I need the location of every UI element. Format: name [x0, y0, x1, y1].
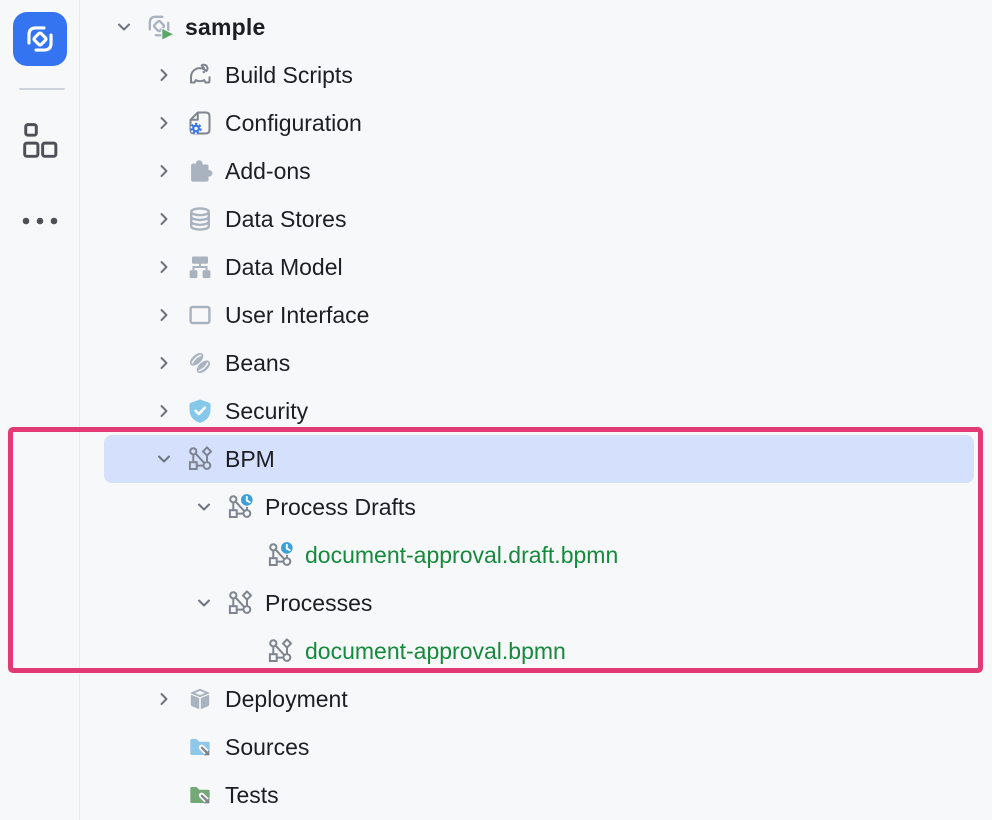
window-icon — [184, 299, 216, 331]
jmix-logo-icon — [22, 21, 58, 57]
tree-item-bpm[interactable]: BPM — [104, 435, 974, 483]
chevron-right-icon[interactable] — [144, 195, 184, 243]
tree-item-sources[interactable]: Sources — [104, 723, 974, 771]
bpm-clock-icon — [264, 539, 296, 571]
beans-icon — [184, 347, 216, 379]
tree-item-build-scripts[interactable]: Build Scripts — [104, 51, 974, 99]
bpm-icon — [224, 587, 256, 619]
tree-item-label: Build Scripts — [225, 62, 353, 88]
tree-item-label: sample — [185, 14, 266, 40]
indent-spacer — [224, 531, 264, 579]
indent-spacer — [144, 723, 184, 771]
deployment-box-icon — [184, 683, 216, 715]
chevron-right-icon[interactable] — [144, 291, 184, 339]
chevron-right-icon[interactable] — [144, 147, 184, 195]
more-icon — [21, 216, 59, 226]
tests-folder-icon — [184, 779, 216, 811]
tree-item-label: Beans — [225, 350, 291, 376]
chevron-right-icon[interactable] — [144, 675, 184, 723]
indent-spacer — [144, 771, 184, 819]
tree-item-label: Deployment — [225, 686, 348, 712]
tree-item-process-drafts[interactable]: Process Drafts — [104, 483, 974, 531]
bpm-icon — [264, 635, 296, 667]
bpm-clock-icon — [224, 491, 256, 523]
chevron-down-icon[interactable] — [144, 435, 184, 483]
sidebar-divider — [19, 88, 65, 90]
tree-item-deployment[interactable]: Deployment — [104, 675, 974, 723]
chevron-down-icon[interactable] — [184, 483, 224, 531]
tree-item-label: User Interface — [225, 302, 370, 328]
tree-item-data-stores[interactable]: Data Stores — [104, 195, 974, 243]
chevron-down-icon[interactable] — [104, 3, 144, 51]
more-button[interactable] — [17, 198, 63, 244]
tree-item-processes[interactable]: Processes — [104, 579, 974, 627]
database-icon — [184, 203, 216, 235]
tree-item-label: document-approval.bpmn — [305, 638, 566, 664]
puzzle-icon — [184, 155, 216, 187]
tree-item-user-interface[interactable]: User Interface — [104, 291, 974, 339]
tree-item-label: Tests — [225, 782, 279, 808]
structure-icon — [21, 122, 59, 160]
tree-item-label: Process Drafts — [265, 494, 416, 520]
tree-item-label: Security — [225, 398, 309, 424]
tree-item-label: Sources — [225, 734, 310, 760]
tree-item-label: document-approval.draft.bpmn — [305, 542, 619, 568]
tree-item-label: Data Stores — [225, 206, 347, 232]
indent-spacer — [224, 627, 264, 675]
tree-item-tests[interactable]: Tests — [104, 771, 974, 819]
jmix-tool-button[interactable] — [13, 12, 67, 66]
chevron-right-icon[interactable] — [144, 243, 184, 291]
tree-item-add-ons[interactable]: Add-ons — [104, 147, 974, 195]
tree-item-document-approval-bpmn[interactable]: document-approval.bpmn — [104, 627, 974, 675]
hierarchy-icon — [184, 251, 216, 283]
tree-item-label: Processes — [265, 590, 373, 616]
chevron-right-icon[interactable] — [144, 387, 184, 435]
tree-item-label: Add-ons — [225, 158, 311, 184]
gradle-icon — [184, 59, 216, 91]
chevron-down-icon[interactable] — [184, 579, 224, 627]
tree-item-sample[interactable]: sample — [104, 3, 974, 51]
bpm-icon — [184, 443, 216, 475]
chevron-right-icon[interactable] — [144, 99, 184, 147]
chevron-right-icon[interactable] — [144, 51, 184, 99]
chevron-right-icon[interactable] — [144, 339, 184, 387]
config-file-icon — [184, 107, 216, 139]
tree-item-document-approval-draft-bpmn[interactable]: document-approval.draft.bpmn — [104, 531, 974, 579]
tree-item-security[interactable]: Security — [104, 387, 974, 435]
tree-item-label: BPM — [225, 446, 275, 472]
sources-folder-icon — [184, 731, 216, 763]
structure-button[interactable] — [17, 118, 63, 164]
tool-window-bar — [0, 0, 80, 820]
jmix-project-run-icon — [144, 11, 176, 43]
tree-item-label: Configuration — [225, 110, 362, 136]
tree-item-data-model[interactable]: Data Model — [104, 243, 974, 291]
shield-check-icon — [184, 395, 216, 427]
tree-item-label: Data Model — [225, 254, 343, 280]
tree-item-beans[interactable]: Beans — [104, 339, 974, 387]
tree-item-configuration[interactable]: Configuration — [104, 99, 974, 147]
